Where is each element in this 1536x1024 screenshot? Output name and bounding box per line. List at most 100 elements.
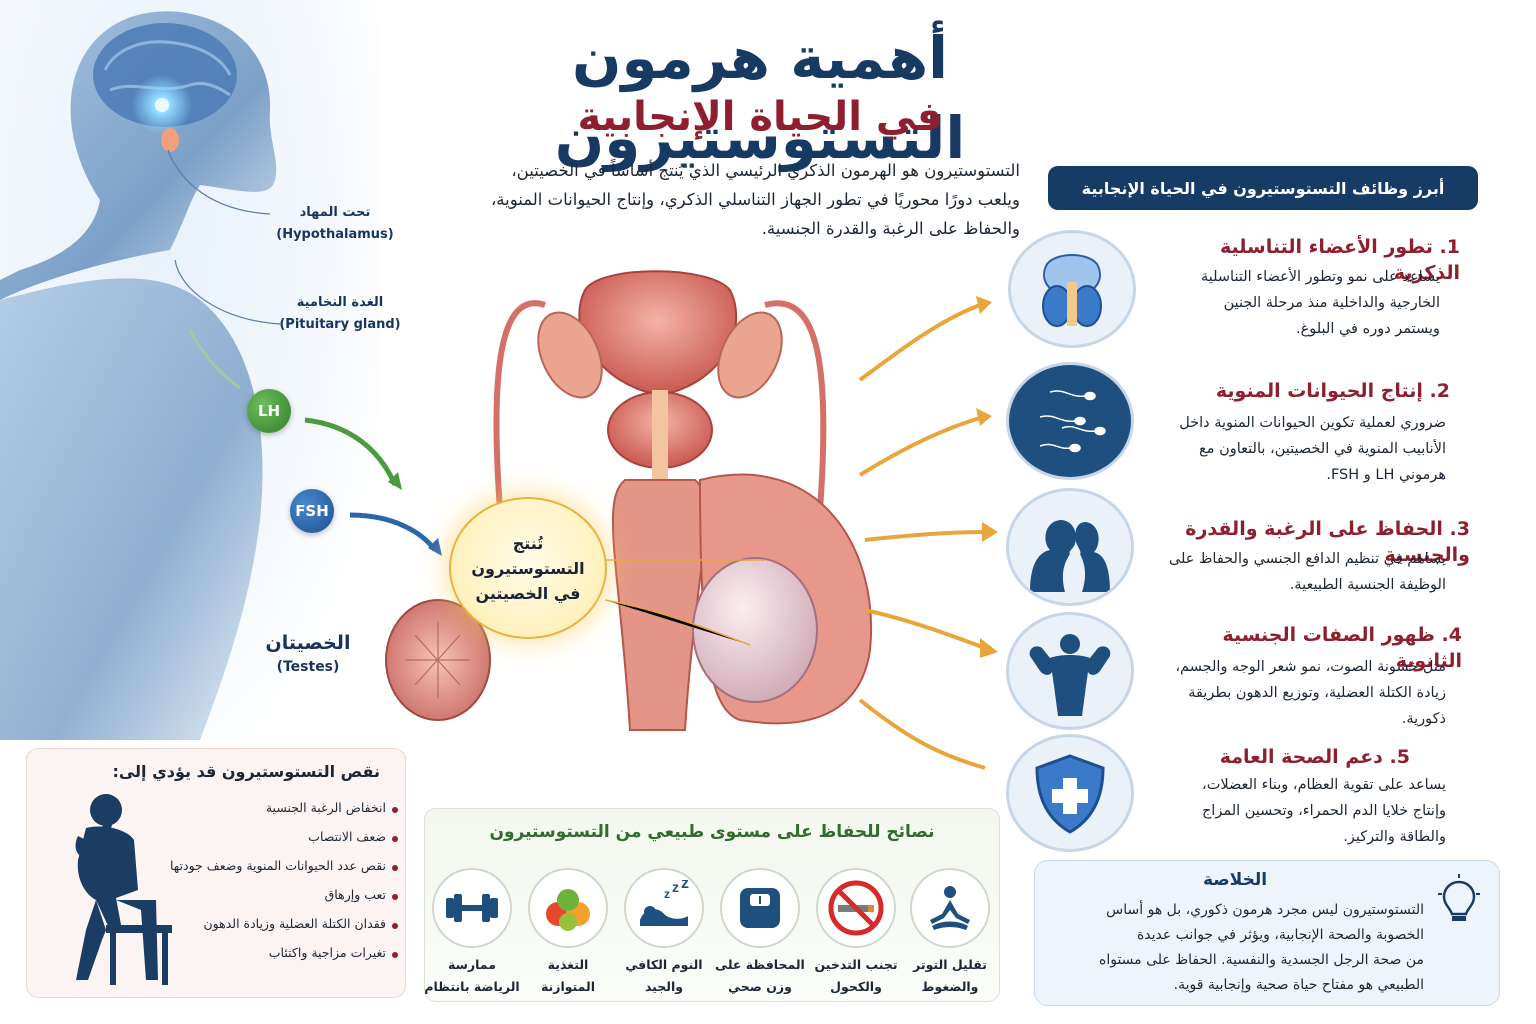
hypothalamus-en: (Hypothalamus) [276,227,394,242]
function-4-line3: ذكورية. [1401,711,1446,727]
tips-title: نصائح للحفاظ على مستوى طبيعي من التستوست… [489,822,935,842]
produce-line3: في الخصيتين [475,583,581,603]
fruits-icon [528,868,608,948]
function-5-line2: وإنتاج خلايا الدم الحمراء، وتحسين المزاج [1201,803,1446,819]
tip-3-line1: المحافظة على [715,957,805,972]
dumbbell-icon [432,868,512,948]
function-1-line3: ويستمر دوره في البلوغ. [1295,321,1440,337]
function-1-title: 1. تطور الأعضاء التناسلية الذكرية [1219,236,1460,284]
pituitary-label: الغدة النخامية (Pituitary gland) [270,292,410,336]
deficiency-title: نقص التستوستيرون قد يؤدي إلى: [112,762,380,781]
bullet-dot [392,894,398,900]
summary-line3: من صحة الرجل الجسدية والنفسية. الحفاظ عل… [1098,952,1424,968]
intro-line1: التستوستيرون هو الهرمون الذكري الرئيسي ا… [511,161,1020,180]
reproductive-anatomy-illustration [304,270,998,770]
function-3-line1: يساهم في تنظيم الدافع الجنسي والحفاظ على [1168,551,1446,567]
function-5-line3: والطاقة والتركيز. [1343,829,1446,845]
tip-5-line1: التغذية [547,957,589,972]
tip-3-line2: وزن صحي [728,979,792,994]
svg-text:z: z [681,880,689,892]
summary-line2: الخصوبة والصحة الإنجابية، ويؤثر في جوانب… [1136,927,1424,943]
testes-label-en: (Testes) [276,659,340,675]
function-1-line2: الخارجية والداخلية منذ مرحلة الجنين [1223,295,1440,311]
page-subtitle: في الحياة الإنجابية [577,94,943,140]
functions-header: أبرز وظائف التستوستيرون في الحياة الإنجا… [1048,166,1478,210]
pituitary-en: (Pituitary gland) [279,317,401,332]
intro-paragraph: التستوستيرون هو الهرمون الذكري الرئيسي ا… [420,156,1020,243]
lh-badge: LH [247,389,291,433]
couple-silhouette-icon [1006,488,1134,606]
bullet-dot [392,865,398,871]
scale-icon [720,868,800,948]
produce-line2: التستوستيرون [471,558,585,578]
summary-line1: التستوستيرون ليس مجرد هرمون ذكوري، بل هو… [1106,902,1424,918]
tip-5-label: التغذية المتوازنة [520,954,616,998]
function-4-line1: مثل خشونة الصوت، نمو شعر الوجه والجسم، [1175,659,1446,675]
tip-6-label: ممارسة الرياضة بانتظام [424,954,520,998]
svg-text:z: z [664,887,670,901]
summary-box [1034,860,1500,1006]
bullet-dot [392,807,398,813]
function-1-line1: يساعد على نمو وتطور الأعضاء التناسلية [1200,269,1440,285]
testosterone-production-circle: تُنتج التستوستيرون في الخصيتين [449,497,607,639]
tips-box [424,808,1000,1002]
tip-2-line2: والكحول [830,979,882,994]
function-4-title: 4. ظهور الصفات الجنسية الثانوية [1222,624,1462,672]
function-2-line2: الأنابيب المنوية في الخصيتين، بالتعاون م… [1199,441,1446,457]
meditation-icon [910,868,990,948]
produce-line1: تُنتج [512,533,544,553]
health-shield-icon [1006,734,1134,852]
deficiency-item-3: نقص عدد الحيوانات المنوية وضعف جودتها [169,858,386,873]
deficiency-item-6: تغيرات مزاجية واكتئاب [268,945,386,960]
function-4-line2: زيادة الكتلة العضلية، وتوزيع الدهون بطري… [1188,685,1446,701]
deficiency-item-4: تعب وإرهاق [324,887,386,902]
testes-label-ar: الخصيتان [265,632,351,654]
summary-body: التستوستيرون ليس مجرد هرمون ذكوري، بل هو… [1056,898,1424,998]
tip-5-line2: المتوازنة [540,979,596,994]
summary-line4: الطبيعي هو مفتاح حياة صحية وإنجابية قوية… [1173,977,1424,993]
summary-title: الخلاصة [1202,870,1268,890]
function-5-body: يساعد على تقوية العظام، وبناء العضلات، و… [1140,772,1446,850]
no-smoking-icon [816,868,896,948]
function-3-body: يساهم في تنظيم الدافع الجنسي والحفاظ على… [1140,546,1446,598]
tip-4-line1: النوم الكافي [625,957,703,972]
bullet-dot [392,952,398,958]
intro-line3: والحفاظ على الرغبة والقدرة الجنسية. [761,219,1020,238]
hypothalamus-label: تحت المهاد (Hypothalamus) [270,202,400,246]
function-4-body: مثل خشونة الصوت، نمو شعر الوجه والجسم، ز… [1140,654,1446,732]
sad-man-sitting-icon [75,794,172,985]
bullet-dot [392,836,398,842]
function-3-line2: الوظيفة الجنسية الطبيعية. [1289,577,1446,593]
function-2-line3: هرموني LH و FSH. [1326,467,1446,483]
bullet-dot [392,923,398,929]
function-5-title: 5. دعم الصحة العامة [1219,746,1410,768]
tip-6-line1: ممارسة [448,957,496,972]
function-1-body: يساعد على نمو وتطور الأعضاء التناسلية ال… [1150,264,1440,342]
tip-1-label: تقليل التوتر والضغوط [902,954,998,998]
tip-4-label: النوم الكافي والجيد [616,954,712,998]
tip-2-line1: تجنب التدخين [814,957,898,972]
function-2-body: ضروري لعملية تكوين الحيوانات المنوية داخ… [1140,410,1446,488]
genital-organs-icon [1008,230,1136,348]
function-2-title: 2. إنتاج الحيوانات المنوية [1215,380,1450,402]
sperm-icon [1006,362,1134,480]
page-title: أهمية هرمون التستوستيرون [554,24,966,172]
intro-line2: ويلعب دورًا محوريًا في تطور الجهاز التنا… [490,190,1020,209]
tip-3-label: المحافظة على وزن صحي [712,954,808,998]
sleep-icon: z z z [624,868,704,948]
fsh-badge: FSH [290,489,334,533]
tip-6-line2: الرياضة بانتظام [424,979,520,994]
male-body-silhouette [0,11,281,740]
lightbulb-icon [1438,874,1480,921]
function-5-line1: يساعد على تقوية العظام، وبناء العضلات، [1202,777,1446,793]
tip-1-line2: والضغوط [921,979,979,994]
pituitary-ar: الغدة النخامية [296,295,384,310]
tip-1-line1: تقليل التوتر [913,957,987,972]
function-2-line1: ضروري لعملية تكوين الحيوانات المنوية داخ… [1179,415,1446,431]
tip-2-label: تجنب التدخين والكحول [808,954,904,998]
function-3-title: 3. الحفاظ على الرغبة والقدرة والجنسية [1185,518,1470,566]
hypothalamus-ar: تحت المهاد [299,205,371,220]
tip-4-line2: والجيد [644,979,684,994]
deficiency-item-1: انخفاض الرغبة الجنسية [265,800,386,815]
deficiency-item-5: فقدان الكتلة العضلية وزيادة الدهون [203,916,386,931]
